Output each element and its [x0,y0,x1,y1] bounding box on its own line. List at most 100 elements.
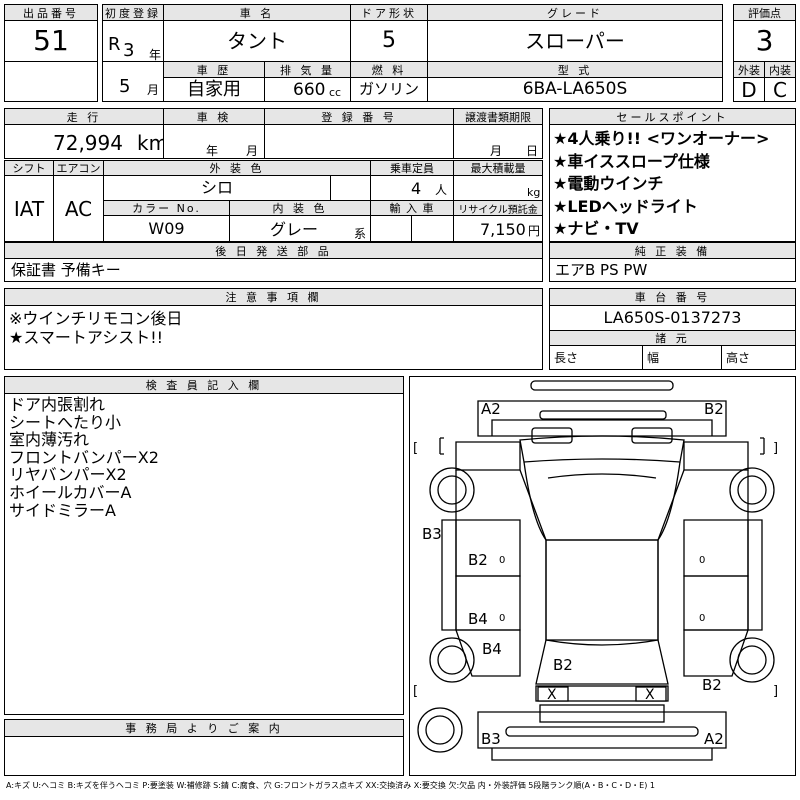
lot-number: 51 [33,24,69,57]
shift-cell: IAT [4,175,54,242]
grade: スローパー [525,29,625,53]
mileage: 72,994 [53,131,123,155]
fuel-cell: ガソリン [350,77,428,102]
capacity-cell: 4 人 [370,175,454,201]
bracket-right-rear: ] [773,684,778,699]
dims-header: 諸 元 [549,330,796,346]
sales-header: セールスポイント [549,108,796,125]
wheel-rear-right [729,637,775,683]
inspector-note: ホイールカバーA [9,482,132,502]
front-bumper-inner [491,419,713,436]
caution-header: 注 意 事 項 欄 [4,288,543,306]
height-label: 高さ [726,351,751,365]
damage-diagram: A2 B2 B3 B2 B4 B4 B2 B2 B3 A2 X X [ ] [ … [413,380,778,761]
reg-no-header: 登 録 番 号 [264,108,454,125]
inspector-note: シートへたり小 [9,412,122,432]
height-cell: 高さ [721,345,796,370]
era: R [108,34,121,55]
rear-panel [539,704,665,723]
max-load-header: 最大積載量 [453,160,543,176]
zero-mark-left-front: 0 [499,555,505,566]
length-label: 長さ [554,351,579,365]
mileage-cell: 72,994 km [4,124,164,159]
headlight-left [531,427,573,444]
front-fender-right [683,441,749,471]
inspection-cell: 年 月 [163,124,265,159]
inspection-header: 車 検 [163,108,265,125]
history-header: 車 歴 [163,61,265,78]
door-cell: 5 [350,20,428,62]
wheel-front-left-hub [437,475,467,505]
ext-color: シロ [200,178,233,197]
import-header: 輸 入 車 [370,200,454,216]
grade-header: グレード [427,4,723,21]
caution-cell: ※ウインチリモコン後日 ★スマートアシスト!! [4,305,543,370]
car-name-cell: タント [163,20,351,62]
wheel-front-left [429,467,475,513]
model-header: 型 式 [427,61,723,78]
mirror-left [439,437,444,455]
int-color: グレー [270,220,319,239]
reg-month-cell: 5 月 [102,61,164,102]
bracket-left-rear: [ [413,684,418,699]
a-pillar-left [519,469,547,640]
ext-color-cell: シロ [103,175,331,201]
capacity: 4 [411,179,422,198]
mileage-header: 走 行 [4,108,164,125]
sales-point: ★ナビ・TV [553,219,639,238]
genuine-header: 純 正 装 備 [549,242,796,259]
mark-b2-rear-right: B2 [702,676,722,694]
sales-point: ★4人乗り!! <ワンオーナー> [553,129,770,148]
int-color-cell: グレー 系 [229,215,371,242]
shift-header: シフト [4,160,54,176]
inspector-note: 室内薄汚れ [9,430,90,450]
exterior-score-cell: D [733,77,765,102]
mark-b3-left: B3 [422,525,442,543]
fuel-header: 燃 料 [350,61,428,78]
legend-footer: A:キズ U:ヘコミ B:キズを伴うヘコミ P:要塗装 W:補修跡 S:錆 C:… [6,781,655,790]
fuel: ガソリン [358,80,419,98]
first-reg-cell: R 3 年 [102,20,164,62]
history-cell: 自家用 [163,77,265,102]
ext-color-header: 外 装 色 [103,160,371,176]
lot-header: 出品番号 [4,4,98,21]
inspector-notes-cell: ドア内張割れ シートへたり小 室内薄汚れ フロントバンパーX2 リヤバンパーX2… [4,393,404,715]
sales-point: ★車イススロープ仕様 [553,151,710,171]
transfer-day-unit: 日 [526,144,539,158]
int-color-header: 内 装 色 [229,200,371,216]
shift: IAT [13,196,45,221]
transfer-cell: 月 日 [453,124,543,159]
roof-line [530,380,674,391]
color-no-cell: W09 [103,215,230,242]
reg-year: 3 [123,40,135,61]
cc-unit: cc [329,86,342,99]
windshield-inner [547,473,657,479]
damage-diagram-panel: A2 B2 B3 B2 B4 B4 B2 B2 B3 A2 X X [ ] [ … [409,376,796,776]
inspection-month-unit: 月 [246,144,259,158]
transfer-header: 譲渡書類期限 [453,108,543,125]
later-parts-cell: 保証書 予備キー [4,258,543,282]
wheel-front-right-hub [737,475,767,505]
year-unit: 年 [149,48,162,62]
mark-b2-rear: B2 [553,656,573,674]
x-box-left [537,686,569,702]
inspector-header: 検 査 員 記 入 欄 [4,376,404,394]
inspector-notes-list: ドア内張割れ シートへたり小 室内薄汚れ フロントバンパーX2 リヤバンパーX2… [9,396,159,519]
score: 3 [755,24,774,57]
wheel-front-right [729,467,775,513]
kg-unit: kg [527,186,541,199]
recycle-header: リサイクル預託金 [453,200,543,216]
later-parts: 保証書 予備キー [11,261,121,279]
month-unit: 月 [147,83,160,97]
import-cell-b [411,215,454,242]
inspector-note: リヤバンパーX2 [9,465,127,485]
interior-score-header: 内装 [764,61,796,78]
front-door-left [455,519,521,577]
hood [519,435,685,463]
model-code: 6BA-LA650S [522,79,628,99]
width-cell: 幅 [642,345,722,370]
sill-right [747,519,763,631]
rear-bumper-top [535,685,669,702]
car-name-header: 車 名 [163,4,351,21]
office-cell [4,736,404,776]
